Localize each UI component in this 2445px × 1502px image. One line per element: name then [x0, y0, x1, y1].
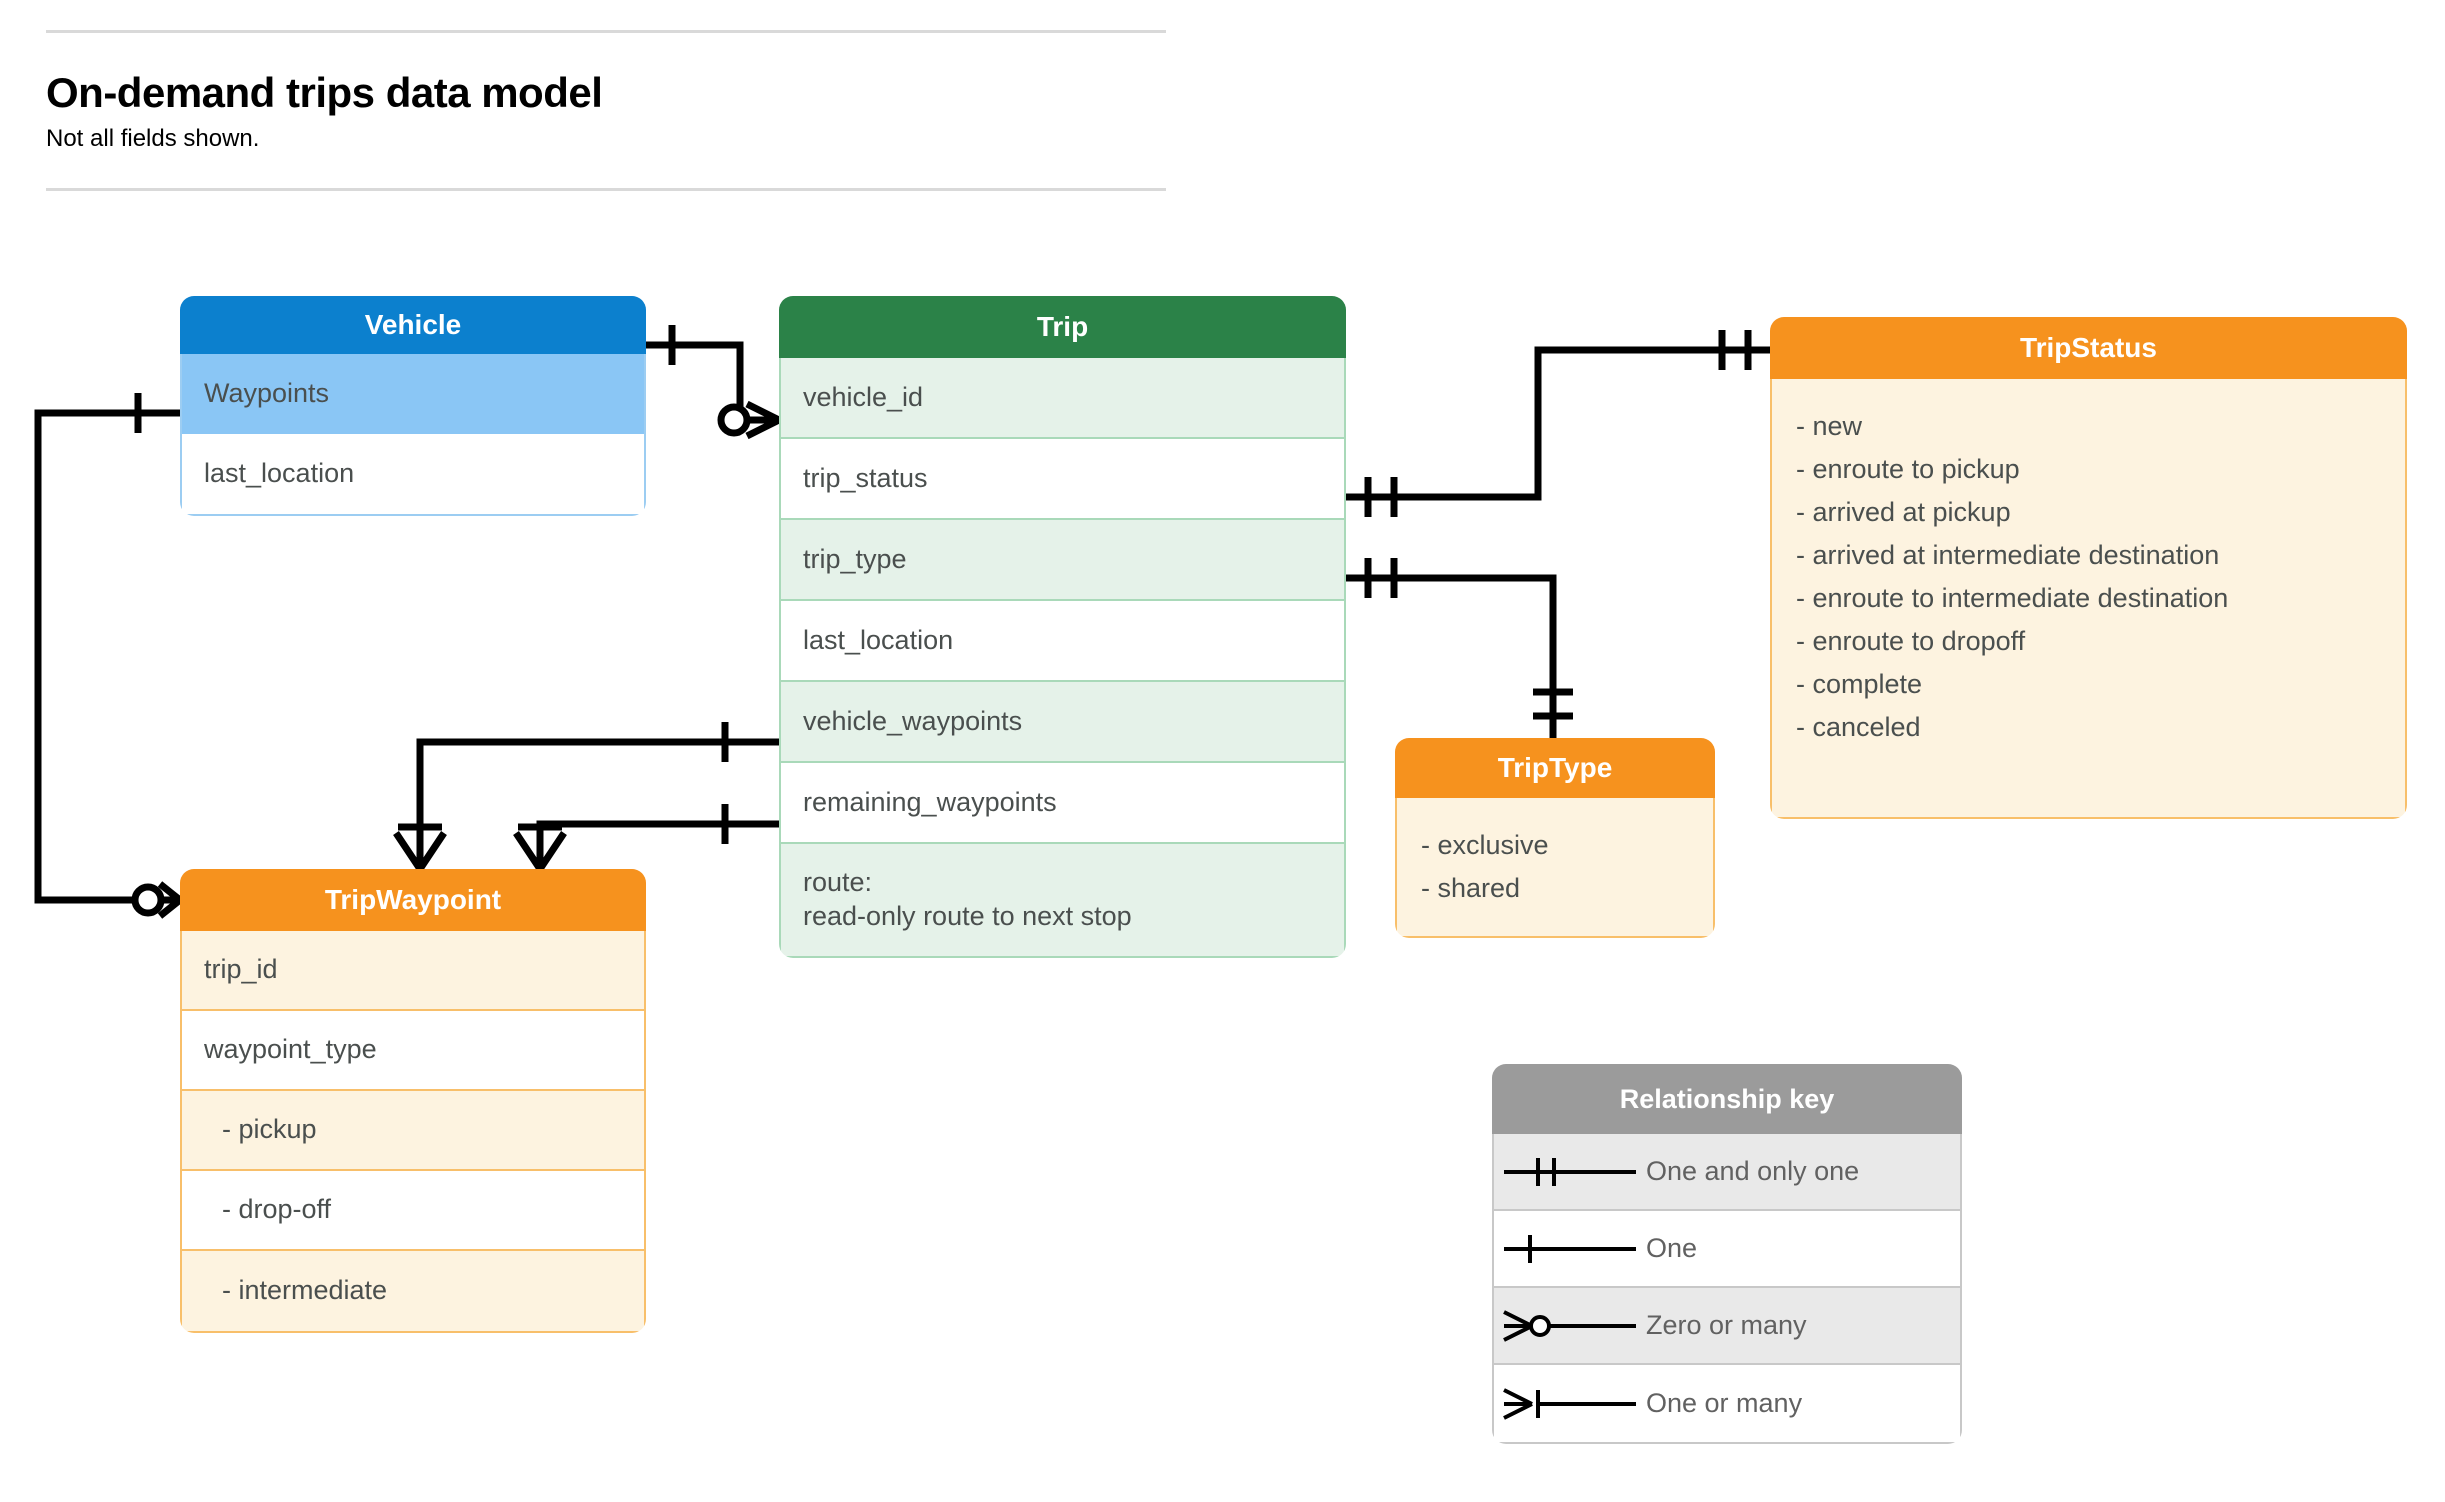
field-row[interactable]: - intermediate: [182, 1251, 644, 1331]
entity-tripwaypoint[interactable]: TripWaypoint trip_id waypoint_type - pic…: [180, 869, 646, 1333]
entity-tripwaypoint-fields: trip_id waypoint_type - pickup - drop-of…: [180, 931, 646, 1333]
entity-vehicle[interactable]: Vehicle Waypoints last_location: [180, 296, 646, 516]
entity-trip[interactable]: Trip vehicle_id trip_status trip_type la…: [779, 296, 1346, 958]
field-row[interactable]: remaining_waypoints: [781, 763, 1344, 844]
connector-vehicle-trip: [646, 341, 779, 424]
document-header: On-demand trips data model Not all field…: [46, 30, 1166, 191]
entity-tripstatus-title: TripStatus: [1770, 317, 2407, 379]
enum-value: - shared: [1421, 873, 1521, 903]
legend-row[interactable]: Zero or many: [1494, 1288, 1960, 1365]
entity-triptype[interactable]: TripType - exclusive - shared: [1395, 738, 1715, 938]
enum-value: - new: [1796, 411, 1863, 441]
page-title: On-demand trips data model: [46, 69, 603, 116]
field-row[interactable]: trip_type: [781, 520, 1344, 601]
entity-trip-fields: vehicle_id trip_status trip_type last_lo…: [779, 358, 1346, 958]
relationship-key-legend[interactable]: Relationship key One and only one: [1492, 1064, 1962, 1444]
connector-trip-triptype: [1346, 574, 1557, 738]
zero-or-many-icon: [1494, 1306, 1646, 1346]
enum-value: - enroute to pickup: [1796, 454, 2020, 484]
legend-label: One or many: [1646, 1388, 1803, 1418]
entity-vehicle-title: Vehicle: [180, 296, 646, 354]
entity-triptype-values: - exclusive - shared: [1395, 798, 1715, 938]
connector-vehiclewaypoints-tripwaypoint: [416, 738, 779, 869]
legend-row[interactable]: One and only one: [1494, 1134, 1960, 1211]
enum-value: - canceled: [1796, 712, 1921, 742]
legend-title: Relationship key: [1492, 1064, 1962, 1134]
one-and-only-one-icon: [1494, 1152, 1646, 1192]
entity-tripstatus[interactable]: TripStatus - new - enroute to pickup - a…: [1770, 317, 2407, 819]
legend-label: One: [1646, 1233, 1698, 1263]
connector-trip-tripstatus: [1346, 346, 1770, 501]
field-row[interactable]: vehicle_waypoints: [781, 682, 1344, 763]
field-row[interactable]: trip_id: [182, 931, 644, 1011]
header-rule-top: [46, 30, 1166, 33]
field-row[interactable]: Waypoints: [182, 354, 644, 434]
legend-row[interactable]: One or many: [1494, 1365, 1960, 1442]
enum-value: - arrived at pickup: [1796, 497, 2011, 527]
one-or-many-icon: [1494, 1384, 1646, 1424]
route-description: read-only route to next stop: [803, 900, 1132, 931]
one-icon: [1494, 1229, 1646, 1269]
enum-value: - arrived at intermediate destination: [1796, 540, 2220, 570]
enum-value: - enroute to dropoff: [1796, 626, 2026, 656]
route-label: route:: [803, 867, 873, 897]
field-row[interactable]: trip_status: [781, 439, 1344, 520]
entity-tripwaypoint-title: TripWaypoint: [180, 869, 646, 931]
enum-value: - complete: [1796, 669, 1923, 699]
legend-label: One and only one: [1646, 1156, 1860, 1186]
entity-triptype-title: TripType: [1395, 738, 1715, 798]
header-rule-bottom: [46, 187, 1166, 191]
enum-value: - exclusive: [1421, 830, 1549, 860]
field-row[interactable]: vehicle_id: [781, 358, 1344, 439]
field-row[interactable]: waypoint_type: [182, 1011, 644, 1091]
field-row[interactable]: last_location: [781, 601, 1344, 682]
field-row-route[interactable]: route: read-only route to next stop: [781, 844, 1344, 956]
legend-label: Zero or many: [1646, 1310, 1807, 1340]
field-row[interactable]: - drop-off: [182, 1171, 644, 1251]
page-subtitle: Not all fields shown.: [46, 125, 260, 153]
field-row[interactable]: - pickup: [182, 1091, 644, 1171]
entity-trip-title: Trip: [779, 296, 1346, 358]
entity-vehicle-fields: Waypoints last_location: [180, 354, 646, 516]
legend-rows: One and only one One: [1492, 1134, 1962, 1444]
connector-vehicle-tripwaypoint: [34, 409, 180, 904]
entity-tripstatus-values: - new - enroute to pickup - arrived at p…: [1770, 379, 2407, 819]
connector-remainingwaypoints-tripwaypoint: [536, 820, 779, 869]
enum-value: - enroute to intermediate destination: [1796, 583, 2229, 613]
field-row[interactable]: last_location: [182, 434, 644, 514]
legend-row[interactable]: One: [1494, 1211, 1960, 1288]
